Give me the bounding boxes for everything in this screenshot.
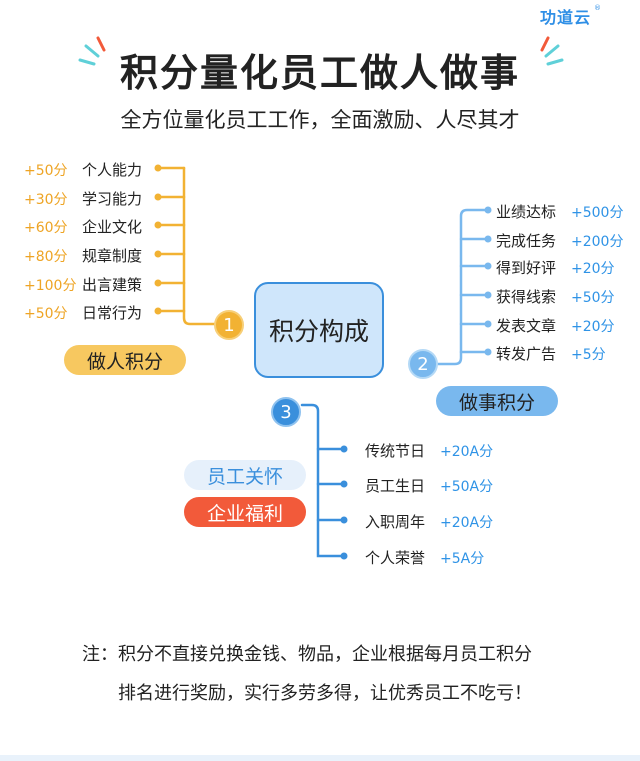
branch2-pill: 做事积分 [436,386,558,416]
branch3-lines [300,403,346,558]
note-line-2: 排名进行奖励，实行多劳多得，让优秀员工不吃亏！ [118,683,532,704]
branch1-pill: 做人积分 [64,345,186,375]
branch3-points: +50A分 [440,479,494,495]
branch1-label: 学习能力 [82,190,143,208]
branch2-points: +5分 [571,347,606,363]
branch3-label: 个人荣誉 [365,549,426,567]
branch1-lines [156,166,216,326]
branch1-points: +60分 [24,220,68,236]
branch2-label: 发表文章 [496,317,557,335]
right-burst-icon [540,36,564,66]
branch2-number: 2 [408,349,438,379]
branch2-label: 获得线索 [496,288,557,306]
branch1-label: 出言建策 [82,276,143,294]
company-welfare-pill: 企业福利 [184,497,306,527]
page-subtitle: 全方位量化员工工作，全面激励、人尽其才 [120,108,520,132]
branch1-dots [154,164,162,315]
connector-lines [154,164,492,560]
branch1-points: +30分 [24,192,68,208]
branch2-label: 得到好评 [496,259,557,277]
branch3-number: 3 [271,397,301,427]
page-title: 积分量化员工做人做事 [119,51,520,95]
branch1-points: +50分 [24,163,68,179]
branch2-lines [436,208,490,366]
registered-mark: ® [594,4,601,12]
center-node: 积分构成 [254,282,384,378]
branch2-dots [484,206,492,356]
branch1-points: +80分 [24,249,68,265]
branch1-label: 个人能力 [82,161,143,179]
branch3-label: 入职周年 [365,513,426,531]
branch2-label: 业绩达标 [496,203,557,221]
branch2-points: +20分 [571,319,615,335]
branch2-label: 完成任务 [496,232,557,250]
branch1-label: 规章制度 [82,247,143,265]
title-decoration [78,36,564,66]
branch2-points: +200分 [571,234,624,250]
branch1-points: +50分 [24,306,68,322]
branch1-points: +100分 [24,278,77,294]
brand-logo: 功道云 [540,8,592,27]
branch2-label: 转发广告 [496,345,557,363]
branch3-points: +20A分 [440,444,494,460]
branch1-number: 1 [214,310,244,340]
branch1-label: 企业文化 [82,218,143,236]
branch3-label: 传统节日 [365,442,426,460]
employee-care-pill: 员工关怀 [184,460,306,490]
branch2-points: +500分 [571,205,624,221]
branch1-label: 日常行为 [82,304,143,322]
note-line-1: 注：积分不直接兑换金钱、物品，企业根据每月员工积分 [82,644,532,665]
branch3-points: +20A分 [440,515,494,531]
bottom-divider [0,755,640,761]
left-burst-icon [78,36,106,66]
branch3-points: +5A分 [440,551,485,567]
branch2-points: +50分 [571,290,615,306]
branch3-dots [340,445,348,560]
branch3-label: 员工生日 [365,477,426,495]
branch2-points: +20分 [571,261,615,277]
